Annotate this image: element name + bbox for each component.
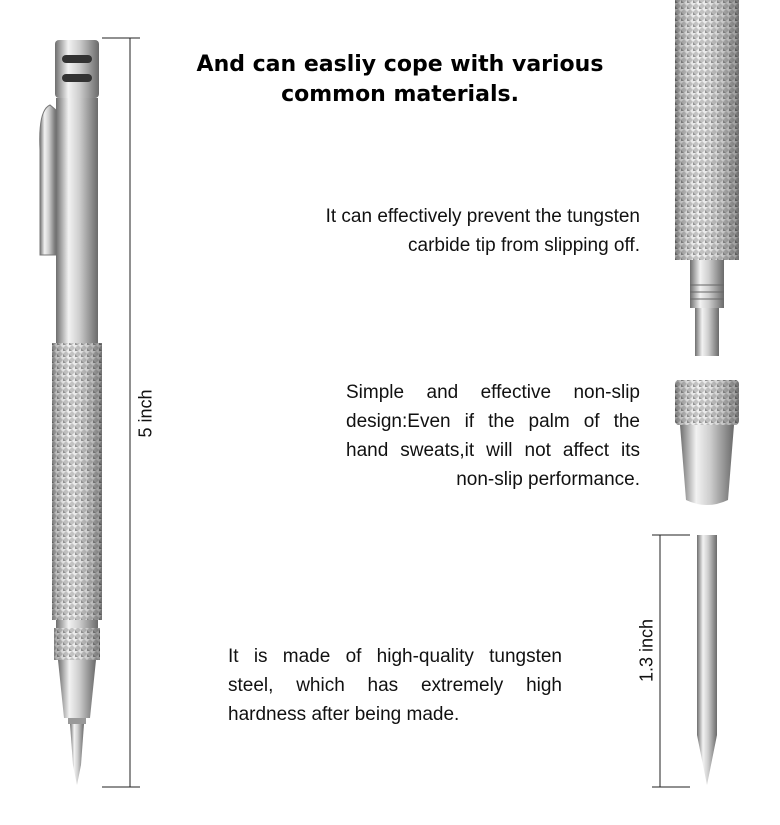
- tip-length-label: 1.3 inch: [636, 618, 657, 683]
- text-line: hand sweats,it will not affect its: [346, 440, 640, 461]
- text-line: Simple and effective non-slip: [346, 382, 640, 403]
- headline-line: And can easliy cope with various: [196, 52, 604, 77]
- scriber-pen: [39, 40, 102, 785]
- text-line: steel, which has extremely high: [228, 675, 562, 696]
- headline: And can easliy cope with various common …: [160, 50, 640, 110]
- text-line: hardness after being made.: [228, 704, 460, 725]
- dimension-line-tip: [652, 534, 690, 788]
- pocket-clip: [39, 104, 57, 256]
- headline-line: common materials.: [281, 82, 519, 107]
- total-length-label: 5 inch: [135, 389, 156, 438]
- text-line: It is made of high-quality tungsten: [228, 646, 562, 667]
- text-line: carbide tip from slipping off.: [408, 235, 640, 256]
- text-line: non-slip performance.: [456, 469, 640, 490]
- material-text: It is made of high-quality tungsten stee…: [228, 642, 562, 729]
- carbide-tip: [697, 535, 717, 785]
- tip-protection-text: It can effectively prevent the tungsten …: [250, 202, 640, 260]
- text-line: design:Even if the palm of the: [346, 411, 640, 432]
- collet-closeup: [675, 380, 739, 505]
- text-line: It can effectively prevent the tungsten: [325, 206, 640, 227]
- dimension-line-total: [102, 37, 140, 788]
- non-slip-text: Simple and effective non-slip design:Eve…: [346, 378, 640, 494]
- grip-closeup: [675, 0, 739, 356]
